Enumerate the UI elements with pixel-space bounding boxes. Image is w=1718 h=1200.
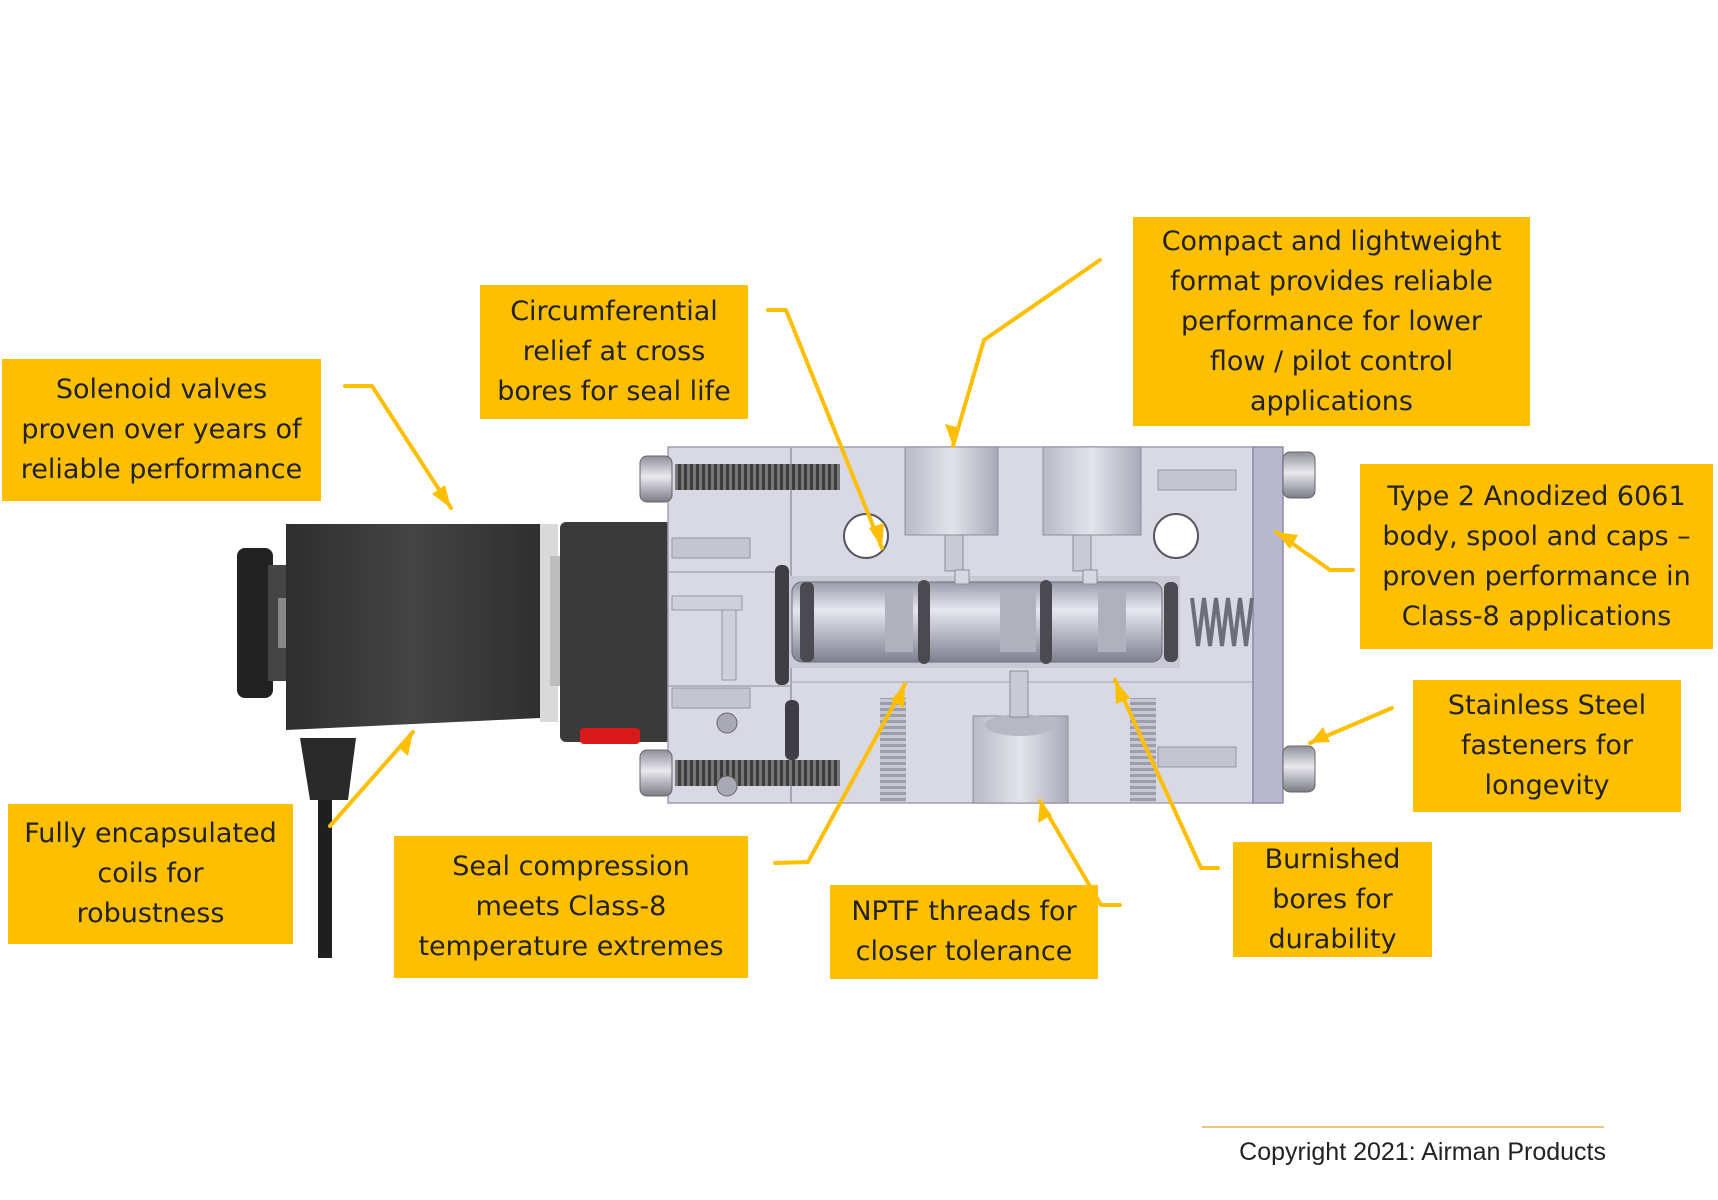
leader-anodized <box>1274 530 1355 572</box>
solenoid-assembly <box>237 522 672 958</box>
manual-override-knob <box>237 548 273 698</box>
callout-burnished-bores: Burnished bores for durability <box>1233 842 1432 957</box>
leader-burnished <box>1113 678 1220 870</box>
fastener-head <box>639 749 673 797</box>
coil-end-cap <box>560 522 672 742</box>
callout-anodized-body-text: Type 2 Anodized 6061 body, spool and cap… <box>1382 480 1691 632</box>
callout-nptf-threads-text: NPTF threads for closer tolerance <box>851 896 1077 967</box>
cross-bore-left <box>843 513 889 559</box>
fastener-head <box>1282 451 1316 499</box>
cable-strain-relief <box>300 738 356 800</box>
callout-encapsulated-coils-text: Fully encapsulated coils for robustness <box>24 818 277 929</box>
fastener-head <box>639 455 673 503</box>
seal-ring <box>800 582 814 662</box>
seal-ring <box>1164 582 1178 662</box>
callout-circumferential-relief-text: Circumferential relief at cross bores fo… <box>497 296 731 407</box>
copyright-notice: Copyright 2021: Airman Products <box>1239 1138 1606 1166</box>
callout-encapsulated-coils: Fully encapsulated coils for robustness <box>8 804 293 944</box>
port-top-right <box>1042 446 1142 536</box>
callout-compact-format: Compact and lightweight format provides … <box>1133 217 1530 426</box>
leader-nptf <box>1038 799 1122 907</box>
spool <box>775 565 1254 760</box>
cross-bore-right <box>1153 513 1199 559</box>
leader-arrowheads <box>398 424 1330 823</box>
fastener-head <box>1282 745 1316 793</box>
leader-lines <box>328 258 1394 907</box>
seal-ring <box>918 580 930 664</box>
end-cap <box>1252 446 1284 804</box>
callout-nptf-threads: NPTF threads for closer tolerance <box>830 885 1098 979</box>
callout-seal-compression: Seal compression meets Class-8 temperatu… <box>394 836 748 978</box>
callout-anodized-body: Type 2 Anodized 6061 body, spool and cap… <box>1360 464 1713 649</box>
leader-circumferential <box>766 308 884 550</box>
callout-compact-format-text: Compact and lightweight format provides … <box>1161 225 1502 417</box>
callout-solenoid-valves: Solenoid valves proven over years of rel… <box>2 359 321 501</box>
callout-stainless-fasteners-text: Stainless Steel fasteners for longevity <box>1447 690 1647 801</box>
status-led <box>580 728 640 744</box>
copyright-divider <box>1202 1126 1604 1128</box>
callout-circumferential-relief: Circumferential relief at cross bores fo… <box>480 285 748 419</box>
callout-solenoid-valves-text: Solenoid valves proven over years of rel… <box>20 374 303 485</box>
cable <box>318 790 332 958</box>
leader-solenoid <box>343 384 453 510</box>
callout-seal-compression-text: Seal compression meets Class-8 temperatu… <box>418 851 724 962</box>
port-top-left <box>904 446 999 536</box>
return-spring <box>1190 597 1254 647</box>
callout-burnished-bores-text: Burnished bores for durability <box>1264 843 1401 955</box>
seal-ring <box>1040 580 1052 664</box>
leader-compact <box>951 258 1102 448</box>
coil-housing <box>286 524 540 730</box>
callout-stainless-fasteners: Stainless Steel fasteners for longevity <box>1413 680 1681 812</box>
leader-seal <box>773 682 907 865</box>
